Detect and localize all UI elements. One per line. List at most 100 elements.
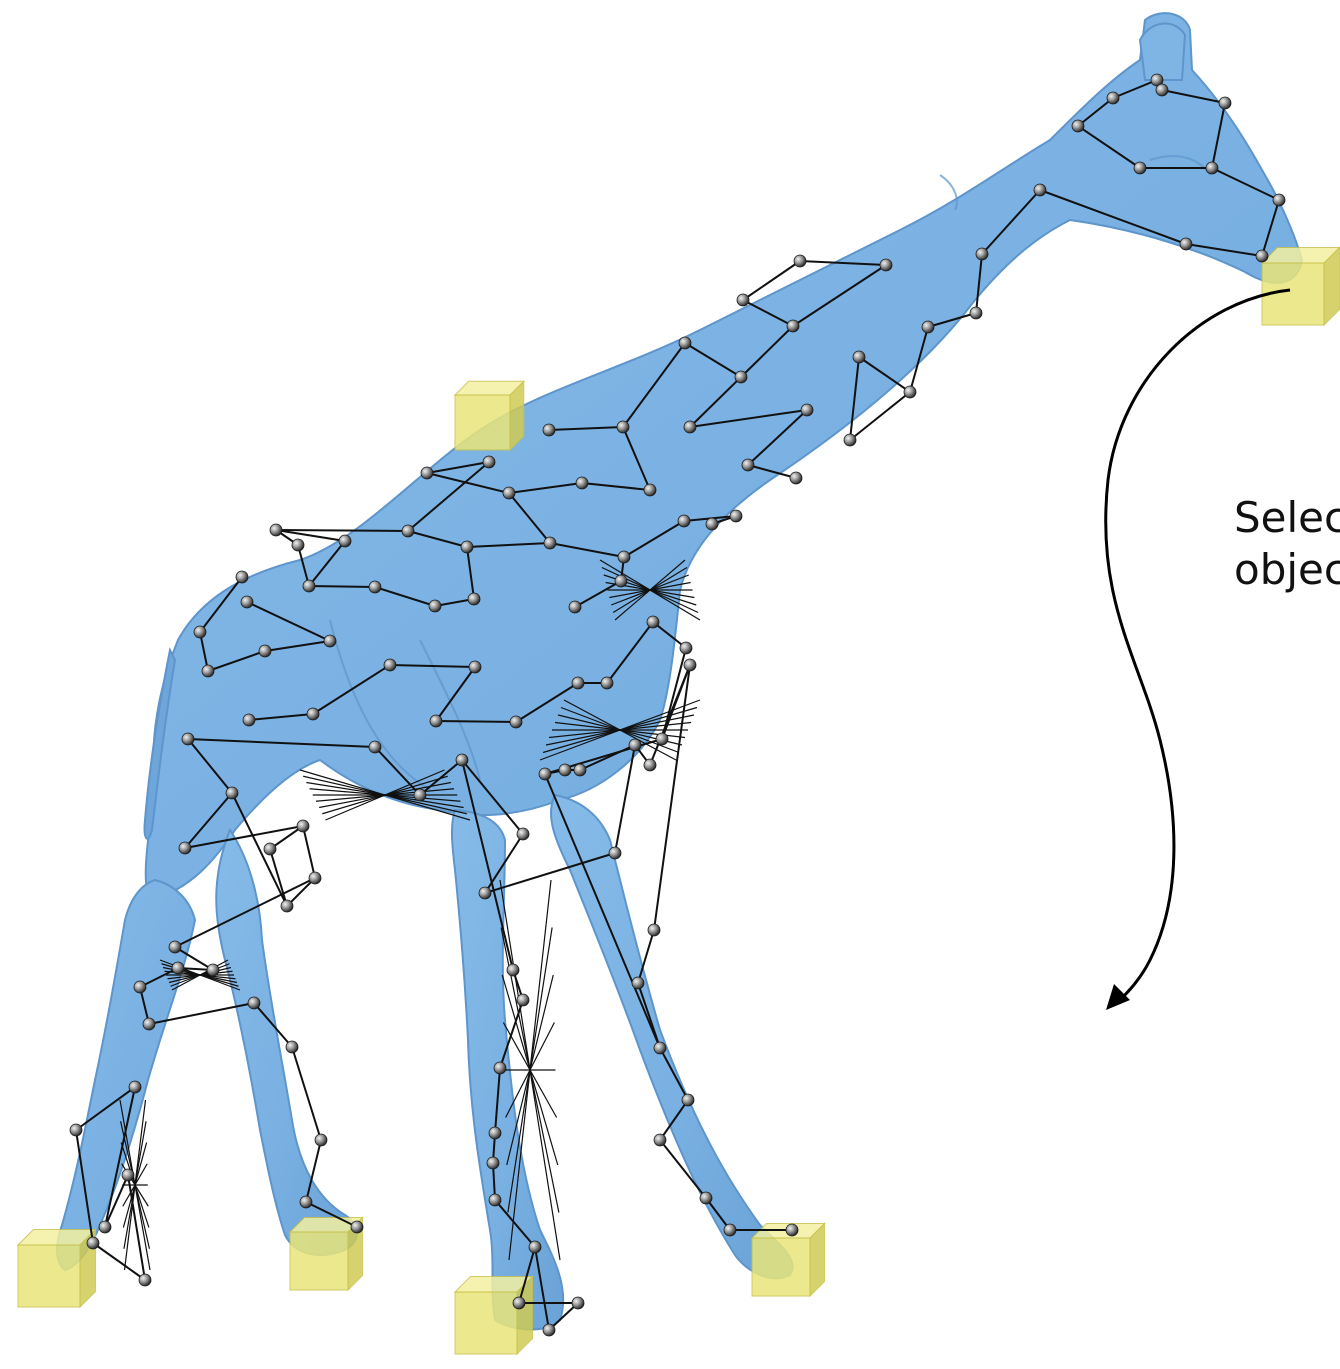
handle-cube-3	[18, 1230, 96, 1308]
graph-node	[351, 1221, 363, 1233]
graph-node	[303, 580, 315, 592]
graph-node	[801, 404, 813, 416]
graph-node	[202, 665, 214, 677]
graph-node	[243, 714, 255, 726]
graph-node	[656, 733, 668, 745]
graph-node	[853, 351, 865, 363]
graph-node	[737, 294, 749, 306]
graph-node	[70, 1124, 82, 1136]
handle-cube-2	[455, 381, 524, 450]
graph-node	[236, 571, 248, 583]
graph-edge	[309, 586, 375, 587]
graph-node	[790, 472, 802, 484]
graph-node	[87, 1237, 99, 1249]
graph-node	[517, 828, 529, 840]
graph-node	[539, 768, 551, 780]
graph-node	[601, 677, 613, 689]
graph-node	[489, 1194, 501, 1206]
graph-node	[507, 964, 519, 976]
graph-node	[172, 962, 184, 974]
graph-node	[1180, 238, 1192, 250]
graph-node	[369, 581, 381, 593]
graph-edge	[436, 721, 516, 722]
graph-node	[1034, 184, 1046, 196]
graph-node	[139, 1274, 151, 1286]
graph-node	[487, 1157, 499, 1169]
graph-node	[479, 887, 491, 899]
graph-node	[617, 421, 629, 433]
graph-node	[307, 708, 319, 720]
graph-node	[241, 596, 253, 608]
graph-node	[402, 525, 414, 537]
graph-edge	[93, 1243, 145, 1280]
giraffe-body	[146, 13, 1302, 900]
graph-node	[543, 1324, 555, 1336]
graph-node	[429, 600, 441, 612]
graph-node	[513, 1297, 525, 1309]
graph-node	[182, 733, 194, 745]
graph-node	[414, 789, 426, 801]
graph-node	[724, 1224, 736, 1236]
graph-node	[615, 575, 627, 587]
graph-node	[679, 337, 691, 349]
giraffe-leg-back-near	[216, 830, 357, 1255]
graph-node	[648, 924, 660, 936]
giraffe-leg-front-near	[551, 795, 793, 1278]
graph-node	[286, 1041, 298, 1053]
graph-node	[569, 601, 581, 613]
graph-node	[281, 900, 293, 912]
graph-node	[510, 716, 522, 728]
graph-node	[456, 754, 468, 766]
graph-node	[543, 424, 555, 436]
graph-node	[207, 964, 219, 976]
graph-node	[576, 477, 588, 489]
graph-node	[143, 1018, 155, 1030]
graph-node	[529, 1241, 541, 1253]
graph-node	[922, 321, 934, 333]
graph-edge	[545, 774, 660, 1048]
graph-node	[572, 1297, 584, 1309]
graph-node	[169, 941, 181, 953]
graph-node	[629, 739, 641, 751]
graph-node	[786, 1224, 798, 1236]
graph-edge	[303, 826, 315, 878]
graph-node	[324, 635, 336, 647]
graph-node	[517, 994, 529, 1006]
graph-node	[609, 847, 621, 859]
graph-node	[270, 524, 282, 536]
graph-node	[787, 320, 799, 332]
graph-node	[292, 539, 304, 551]
graph-node	[574, 764, 586, 776]
graph-node	[572, 677, 584, 689]
graph-edge	[292, 1047, 321, 1140]
graph-node	[1219, 97, 1231, 109]
graph-node	[122, 1169, 134, 1181]
graph-node	[700, 1192, 712, 1204]
graph-node	[1156, 84, 1168, 96]
graph-node	[489, 1127, 501, 1139]
graph-node	[684, 659, 696, 671]
graph-node	[461, 541, 473, 553]
graph-node	[264, 843, 276, 855]
drag-path-arrow	[1106, 290, 1290, 1002]
graph-node	[632, 977, 644, 989]
graph-node	[654, 1042, 666, 1054]
graph-node	[226, 787, 238, 799]
graph-node	[297, 820, 309, 832]
graph-node	[1206, 162, 1218, 174]
graph-node	[735, 371, 747, 383]
graph-node	[680, 642, 692, 654]
graph-node	[682, 1094, 694, 1106]
handle-cube-1	[1262, 248, 1340, 326]
graph-node	[369, 741, 381, 753]
handle-cube-5	[455, 1277, 533, 1355]
graph-node	[742, 459, 754, 471]
graph-node	[618, 551, 630, 563]
graph-node	[384, 659, 396, 671]
giraffe-horn	[1140, 24, 1185, 80]
graph-node	[300, 1196, 312, 1208]
graph-node	[654, 1134, 666, 1146]
annotation-label: Selec objec	[1234, 492, 1340, 596]
graph-node	[259, 645, 271, 657]
graph-node	[469, 661, 481, 673]
